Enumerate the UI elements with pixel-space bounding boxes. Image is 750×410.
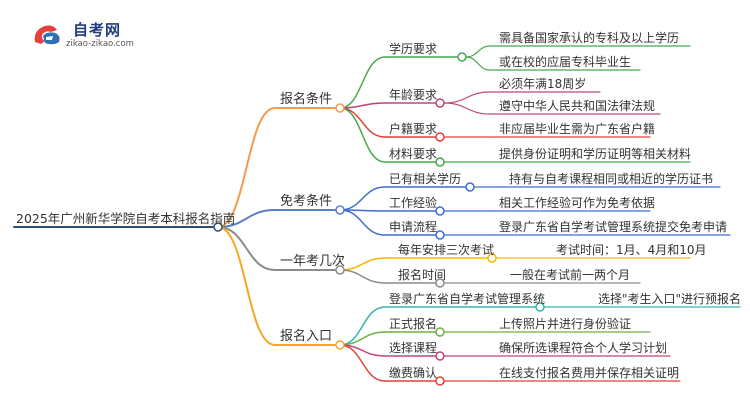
child-dot: [435, 206, 445, 216]
leaf-zhengshi-baoming: 上传照片并进行身份验证: [499, 317, 632, 331]
branch-yinian-kao-jici[interactable]: 一年考几次: [280, 254, 346, 269]
node-xuanze-kecheng[interactable]: 选择课程: [389, 341, 438, 355]
leaf-yubaoming: 选择"考生入口"进行预报名: [598, 292, 742, 306]
child-dot: [435, 132, 445, 142]
branch-connector: [217, 209, 276, 228]
child-connector: [339, 209, 386, 236]
leaf-nianling-1: 必须年满18周岁: [499, 77, 587, 91]
branch-dot: [335, 340, 345, 350]
child-connector: [339, 56, 386, 109]
leaf-jiaofei: 在线支付报名费用并保存相关证明: [499, 366, 680, 380]
leaf-yiyou-xueli: 持有与自考课程相同或相近的学历证书: [509, 172, 714, 186]
leaf-connector: [443, 102, 491, 115]
child-connector: [339, 107, 386, 163]
leaf-xueli-2: 或在校的应届专科毕业生: [499, 55, 632, 69]
node-nianling-yaoqiu[interactable]: 年龄要求: [389, 88, 438, 102]
node-denglu-xitong[interactable]: 登录广东省自学考试管理系统: [389, 292, 546, 306]
node-xueli-yaoqiu[interactable]: 学历要求: [389, 42, 438, 56]
child-connector: [339, 269, 386, 284]
node-baoming-shijian[interactable]: 报名时间: [398, 268, 447, 282]
branch-connector: [217, 107, 276, 228]
leaf-xuanze-kecheng: 确保所选课程符合个人学习计划: [499, 341, 668, 355]
root-node: 2025年广州新华学院自考本科报名指南: [16, 211, 236, 226]
root-dot: [213, 222, 223, 232]
branch-dot: [335, 103, 345, 113]
child-connector: [339, 186, 386, 211]
node-gongzuo-jingyan[interactable]: 工作经验: [389, 196, 438, 210]
node-jiaofei-queren[interactable]: 缴费确认: [389, 366, 438, 380]
child-dot: [435, 157, 445, 167]
leaf-connector: [465, 45, 491, 58]
branch-dot: [335, 265, 345, 275]
node-meinian-sanci-kaoshi[interactable]: 每年安排三次考试: [398, 243, 495, 257]
branch-baoming-tiaojian[interactable]: 报名条件: [280, 92, 333, 107]
node-yiyou-xiangguan-xueli[interactable]: 已有相关学历: [389, 172, 462, 186]
branch-connector: [217, 226, 276, 271]
node-cailiao-yaoqiu[interactable]: 材料要求: [389, 147, 438, 161]
branch-mian-kao-tiaojian[interactable]: 免考条件: [280, 194, 333, 209]
leaf-baoming-shijian: 一般在考试前一两个月: [510, 268, 631, 282]
leaf-xueli-1: 需具备国家承认的专科及以上学历: [499, 31, 680, 45]
child-connector: [339, 257, 386, 271]
logo-title: 自考网: [73, 21, 122, 39]
logo-subtitle: zikao-zikao.com: [66, 39, 134, 49]
child-connector: [339, 107, 386, 138]
child-dot: [435, 230, 445, 240]
child-dot: [435, 376, 445, 386]
leaf-connector: [443, 91, 491, 104]
leaf-gongzuo-jingyan: 相关工作经验可作为免考依据: [499, 196, 656, 210]
child-dot: [457, 52, 467, 62]
branch-baoming-rukou[interactable]: 报名入口: [280, 329, 333, 344]
child-connector: [339, 344, 386, 382]
branch-dot: [335, 205, 345, 215]
node-zhengshi-baoming[interactable]: 正式报名: [389, 317, 438, 331]
child-dot: [435, 98, 445, 108]
branch-connector: [217, 226, 276, 346]
child-dot: [435, 327, 445, 337]
node-huji-yaoqiu[interactable]: 户籍要求: [389, 122, 438, 136]
logo-icon: [34, 25, 60, 45]
leaf-cailiao: 提供身份证明和学历证明等相关材料: [499, 147, 692, 161]
child-dot: [435, 351, 445, 361]
leaf-nianling-2: 遵守中华人民共和国法律法规: [499, 99, 656, 113]
child-dot: [465, 182, 475, 192]
node-shenqing-liucheng[interactable]: 申请流程: [389, 220, 438, 234]
leaf-shenqing-liucheng: 登录广东省自学考试管理系统提交免考申请: [499, 220, 728, 234]
leaf-huji: 非应届毕业生需为广东省户籍: [499, 122, 656, 136]
leaf-kaoshi-shijian: 考试时间：1月、4月和10月: [556, 243, 707, 257]
leaf-connector: [465, 56, 491, 71]
